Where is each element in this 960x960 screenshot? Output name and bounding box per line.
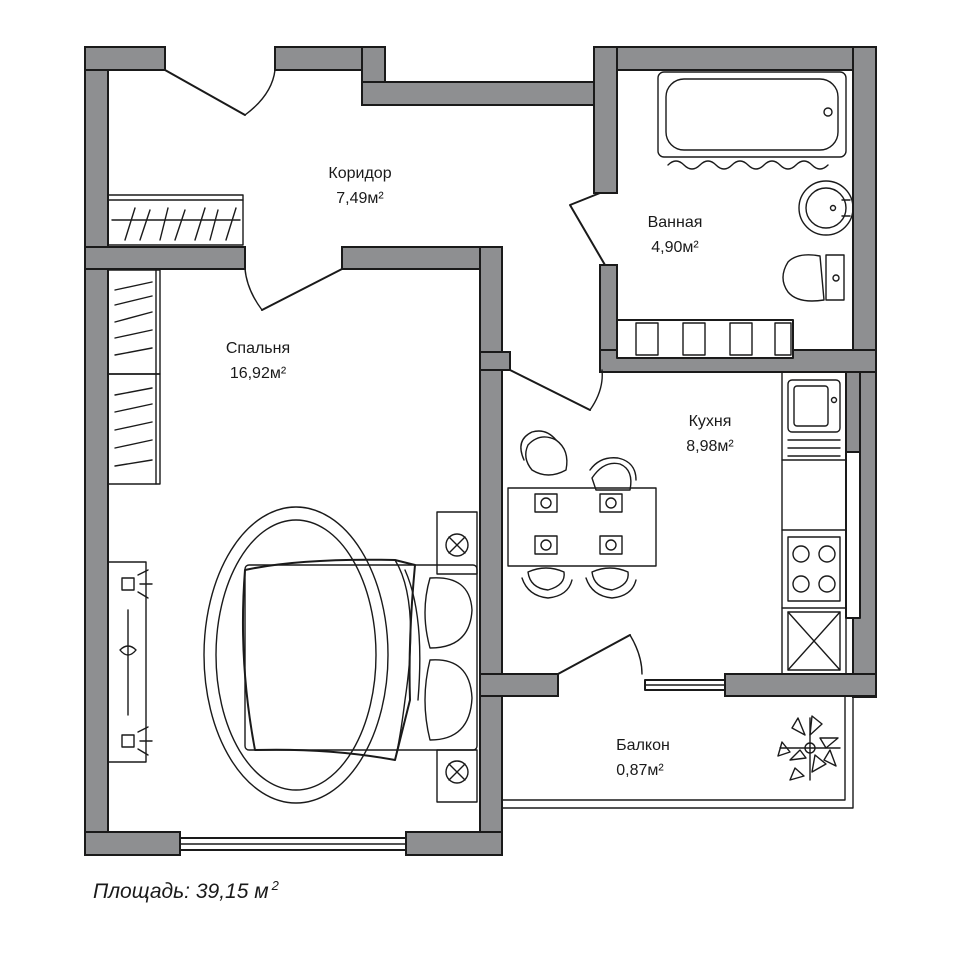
room-name-corridor: Коридор: [328, 165, 391, 182]
bed-icon: [203, 506, 478, 804]
room-area-balcony: 0,87м²: [616, 762, 664, 779]
lamp-icon: [121, 569, 153, 599]
sink-icon: [798, 180, 854, 236]
toilet-icon: [782, 254, 845, 302]
bathtub-icon: [657, 71, 847, 170]
room-area-bathroom: 4,90м²: [651, 239, 699, 256]
chair-icon: [520, 430, 637, 599]
wardrobe-icon: [107, 269, 161, 485]
kitchen-counter: [781, 371, 847, 675]
stove-icon: [787, 536, 841, 602]
wardrobe-icon: [107, 194, 244, 246]
tv-icon: [107, 561, 147, 763]
room-name-bathroom: Ванная: [648, 214, 703, 231]
lamp-icon: [121, 726, 153, 756]
kitchen-sink-icon: [787, 379, 841, 457]
walls: [84, 46, 877, 856]
windows: [179, 451, 861, 851]
room-area-kitchen: 8,98м²: [686, 438, 734, 455]
room-name-balcony: Балкон: [616, 737, 670, 754]
fridge: [787, 611, 841, 671]
total-area-superscript: 2: [271, 878, 279, 893]
dining-table-icon: [507, 487, 657, 567]
duct: [616, 319, 794, 359]
doors: [164, 69, 643, 675]
room-area-corridor: 7,49м²: [336, 190, 384, 207]
room-name-bedroom: Спальня: [226, 340, 290, 357]
total-area-text: Площадь: 39,15 м: [93, 880, 269, 903]
plant-icon: [777, 715, 841, 781]
room-name-kitchen: Кухня: [689, 413, 732, 430]
room-area-bedroom: 16,92м²: [230, 365, 287, 382]
